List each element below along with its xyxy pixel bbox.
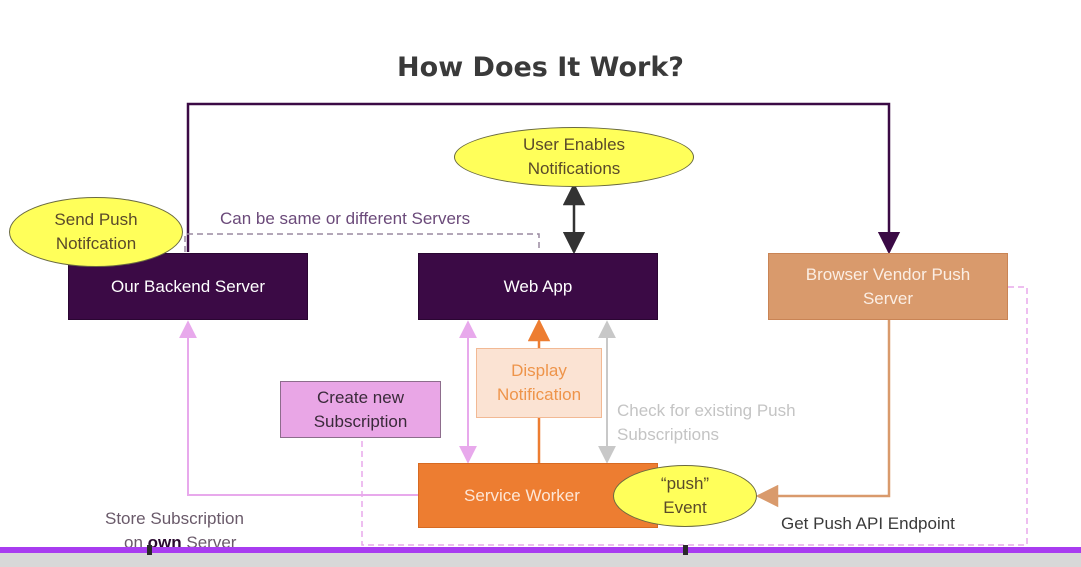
user-enables-text: User Enables Notifications	[522, 135, 626, 178]
vendor-push-server-node: Browser Vendor Push Server	[768, 253, 1008, 320]
push-event-text: “push” Event	[660, 474, 710, 517]
diagram-title: How Does It Work?	[397, 52, 684, 83]
backend-to-vendor-arrow	[186, 102, 901, 255]
progress-handle-left[interactable]	[147, 545, 152, 555]
push-event-bubble: “push” Event	[613, 465, 757, 527]
web-app-label: Web App	[503, 276, 573, 296]
service-worker-label: Service Worker	[464, 485, 580, 505]
progress-handle-right[interactable]	[683, 545, 688, 555]
user-enables-bubble: User Enables Notifications	[454, 127, 694, 187]
web-app-node: Web App	[418, 253, 658, 320]
display-notification-label: Display Notification	[496, 361, 582, 404]
create-subscription-label: Create new Subscription	[313, 387, 408, 431]
get-endpoint-label: Get Push API Endpoint	[781, 514, 955, 533]
endpoint-dashed-line	[361, 286, 1028, 546]
vendor-to-sw-arrow	[755, 320, 891, 508]
same-server-dashed-line	[184, 233, 540, 252]
sw-to-backend-arrow	[179, 320, 418, 496]
video-progress-bar[interactable]	[0, 547, 1081, 553]
create-subscription-node: Create new Subscription	[280, 381, 441, 438]
backend-server-label: Our Backend Server	[110, 276, 265, 296]
check-existing-label: Check for existing Push Subscriptions	[617, 401, 796, 444]
same-or-different-label: Can be same or different Servers	[220, 209, 471, 228]
send-push-bubble: Send Push Notifcation	[9, 197, 183, 267]
video-control-strip	[0, 553, 1081, 567]
display-notification-node: Display Notification	[476, 348, 602, 418]
store-subscription-line1: Store Subscription	[105, 509, 244, 528]
vendor-push-server-label: Browser Vendor Push Server	[805, 264, 971, 308]
send-push-text: Send Push Notifcation	[54, 210, 138, 253]
